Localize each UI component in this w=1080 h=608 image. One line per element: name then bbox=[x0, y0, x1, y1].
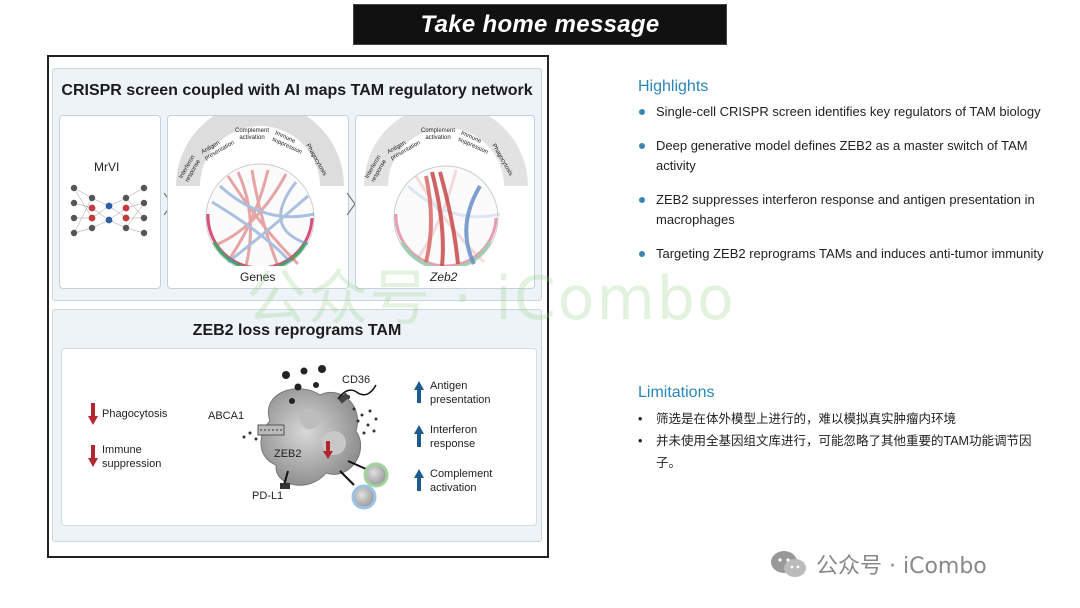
antigen-presentation-up-label: Antigen presentation bbox=[430, 380, 491, 406]
limitations-section: Limitations •筛选是在体外模型上进行的，难以模拟真实肿瘤内环境 •并… bbox=[638, 384, 1058, 474]
interferon-response-up-label: Interferon response bbox=[430, 424, 478, 450]
bullet-dot-icon bbox=[639, 109, 645, 115]
mrvi-label: MrVI bbox=[94, 160, 120, 174]
up-arrow-icon bbox=[414, 425, 424, 447]
bottom-panel-title: ZEB2 loss reprograms TAM bbox=[192, 322, 402, 339]
wechat-watermark-text: 公众号 · iCombo bbox=[816, 554, 987, 579]
zeb2-complement-label: Complement activation bbox=[420, 128, 455, 141]
limitations-heading: Limitations bbox=[638, 384, 715, 401]
up-arrow-icon bbox=[414, 381, 424, 403]
complement-activation-up-label: Complement activation bbox=[430, 468, 493, 494]
zeb2-chord-box: Interferon response Antigen presentation… bbox=[355, 115, 535, 289]
genes-chord-diagram bbox=[176, 116, 344, 266]
immune-suppression-down-label: Immune suppression bbox=[102, 444, 162, 470]
bottom-panel: ZEB2 loss reprograms TAM Phagocytosis Im… bbox=[52, 309, 542, 542]
pdl1-label: PD-L1 bbox=[252, 490, 284, 502]
category-complement-label: Complement activation bbox=[234, 128, 269, 141]
down-arrow-icon bbox=[88, 445, 98, 467]
macrophage-illustration bbox=[242, 365, 389, 510]
tam-schematic-box: Phagocytosis Immune suppression bbox=[61, 348, 537, 526]
top-panel: CRISPR screen coupled with AI maps TAM r… bbox=[52, 68, 542, 301]
list-item: Single-cell CRISPR screen identifies key… bbox=[638, 102, 1058, 122]
title-banner: Take home message bbox=[353, 4, 727, 45]
list-item: ZEB2 suppresses interferon response and … bbox=[638, 190, 1058, 230]
limitations-list: •筛选是在体外模型上进行的，难以模拟真实肿瘤内环境 •并未使用全基因组文库进行，… bbox=[638, 408, 1058, 474]
up-arrow-icon bbox=[414, 469, 424, 491]
genes-chord-box: Interferon response Antigen presentation… bbox=[167, 115, 349, 289]
bullet-dot-icon bbox=[639, 251, 645, 257]
bullet-icon: • bbox=[638, 412, 643, 426]
phagocytosis-down-label: Phagocytosis bbox=[102, 408, 168, 420]
highlights-heading: Highlights bbox=[638, 78, 709, 95]
mrvi-box: MrVI bbox=[59, 115, 161, 289]
highlights-list: Single-cell CRISPR screen identifies key… bbox=[638, 102, 1058, 264]
highlights-section: Highlights Single-cell CRISPR screen ide… bbox=[638, 78, 1058, 278]
zeb2-cell-label: ZEB2 bbox=[274, 448, 302, 460]
wechat-watermark: 公众号 · iCombo bbox=[770, 548, 987, 580]
bullet-dot-icon bbox=[639, 143, 645, 149]
list-item: •筛选是在体外模型上进行的，难以模拟真实肿瘤内环境 bbox=[638, 408, 1058, 430]
list-item: Targeting ZEB2 reprograms TAMs and induc… bbox=[638, 244, 1058, 264]
cd36-label: CD36 bbox=[342, 374, 371, 386]
zeb2-label: Zeb2 bbox=[430, 270, 458, 284]
bullet-dot-icon bbox=[639, 197, 645, 203]
bullet-icon: • bbox=[638, 434, 643, 448]
zeb2-chord-diagram bbox=[364, 116, 528, 266]
neural-network-icon bbox=[70, 184, 148, 237]
top-panel-title: CRISPR screen coupled with AI maps TAM r… bbox=[61, 82, 533, 99]
abca1-label: ABCA1 bbox=[208, 410, 245, 422]
wechat-icon bbox=[771, 551, 806, 577]
page-title: Take home message bbox=[420, 10, 660, 38]
genes-label: Genes bbox=[240, 270, 276, 284]
list-item: •并未使用全基因组文库进行，可能忽略了其他重要的TAM功能调节因子。 bbox=[638, 430, 1048, 474]
list-item: Deep generative model defines ZEB2 as a … bbox=[638, 136, 1058, 176]
down-arrow-icon bbox=[88, 403, 98, 425]
